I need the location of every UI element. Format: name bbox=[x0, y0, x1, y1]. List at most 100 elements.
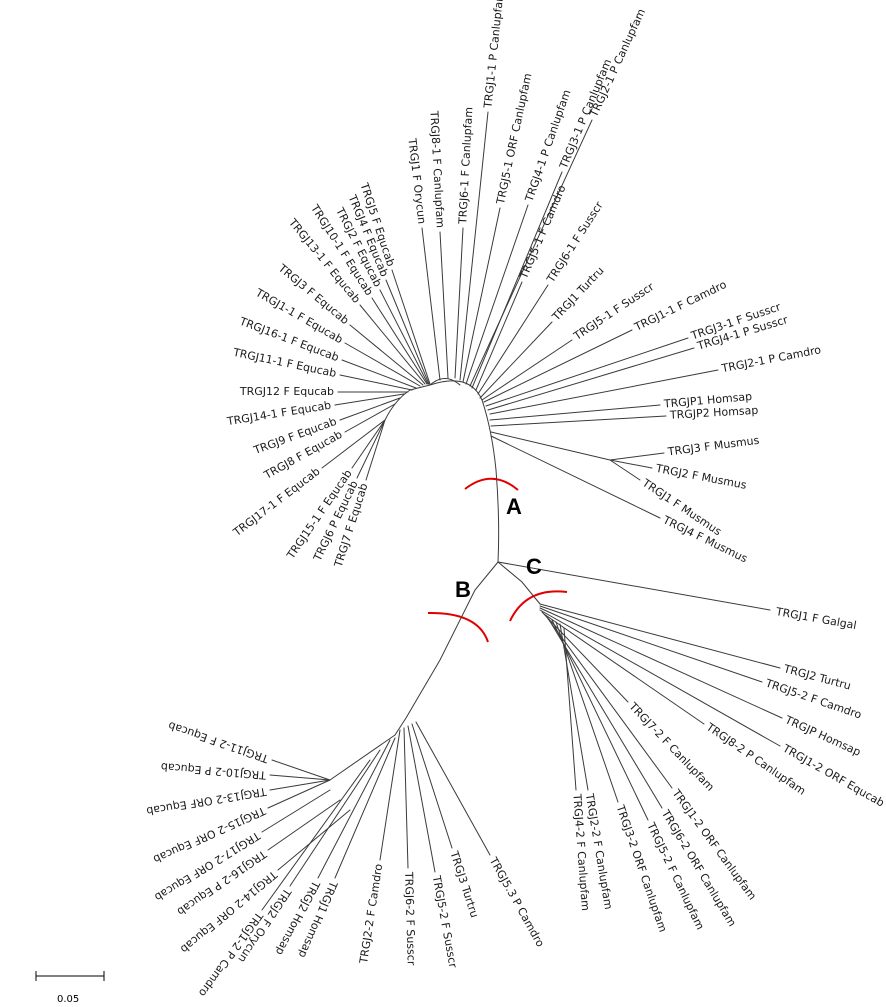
leaf-branch bbox=[365, 419, 386, 481]
leaf-label: TRGJ2-2 F Camdro bbox=[357, 863, 385, 966]
leaf-branch bbox=[344, 342, 421, 387]
leaf-branch bbox=[477, 284, 549, 395]
clade-c-label: C bbox=[526, 554, 542, 579]
leaf-branch bbox=[545, 615, 673, 789]
leaf-branch bbox=[483, 329, 633, 403]
leaf-branch bbox=[609, 459, 641, 481]
leaf-branch bbox=[489, 369, 719, 415]
leaf-branch bbox=[479, 321, 553, 399]
clade-a-label: A bbox=[506, 494, 522, 519]
leaf-branch bbox=[261, 789, 331, 833]
leaf-label: TRGJ11-2 F Equcab bbox=[167, 719, 272, 766]
leaf-label: TRGJ8-1 F Canlupfam bbox=[427, 110, 446, 229]
leaf-branch bbox=[403, 727, 409, 869]
backbone-clade-b bbox=[394, 561, 499, 736]
leaf-branch bbox=[261, 759, 371, 911]
leaf-branch bbox=[321, 419, 386, 469]
leaf-branch bbox=[407, 725, 436, 873]
leaf-branch bbox=[349, 324, 424, 386]
leaf-branch bbox=[356, 419, 386, 479]
leaf-branch bbox=[439, 231, 449, 379]
clade-b-arc bbox=[427, 611, 489, 643]
leaf-branch bbox=[385, 279, 430, 385]
leaf-branch bbox=[317, 739, 391, 879]
leaf-branch bbox=[371, 297, 428, 385]
leaf-branch bbox=[269, 774, 331, 781]
leaf-branch bbox=[459, 111, 489, 381]
leaf-branch bbox=[341, 359, 417, 389]
leaf-branch bbox=[462, 207, 501, 383]
leaf-label: TRGJ10-2 P Equcab bbox=[160, 760, 267, 782]
clade-b-label: B bbox=[455, 577, 471, 602]
leaf-branch bbox=[485, 337, 689, 407]
clade-c-arc bbox=[509, 590, 568, 622]
leaf-branch bbox=[415, 721, 491, 856]
leaf-label: TRGJ1 F Galgal bbox=[774, 605, 858, 632]
clade-a-arc bbox=[464, 477, 519, 491]
leaf-branch bbox=[609, 459, 653, 469]
leaf-branch bbox=[541, 611, 629, 703]
leaf-branch bbox=[547, 617, 663, 809]
leaf-label: TRGJ3-2 ORF Canlupfam bbox=[613, 803, 669, 934]
leaf-branch bbox=[289, 749, 381, 887]
spine-top bbox=[429, 378, 461, 386]
leaf-branch bbox=[539, 609, 781, 747]
leaf-branch bbox=[271, 759, 331, 781]
leaf-label: TRGJ7-2 F Canlupfam bbox=[626, 699, 717, 793]
leaf-branch bbox=[339, 397, 401, 421]
leaf-label: TRGJ6-2 F Susscr bbox=[402, 871, 418, 966]
leaf-branch bbox=[339, 374, 413, 391]
leaf-branch bbox=[411, 723, 453, 849]
leaf-branch bbox=[351, 419, 386, 469]
leaf-label: TRGJ1-1 P Canlupfam bbox=[481, 0, 506, 110]
leaf-branch bbox=[421, 227, 441, 381]
leaf-branch bbox=[269, 779, 331, 791]
leaf-branch bbox=[543, 613, 705, 725]
leaf-label: TRGJ3 Turtru bbox=[447, 849, 481, 920]
leaf-branch bbox=[334, 393, 405, 406]
tree-branches bbox=[261, 111, 783, 911]
leaf-branch bbox=[359, 304, 426, 385]
leaf-branch bbox=[379, 289, 429, 385]
leaf-branch bbox=[267, 799, 341, 851]
leaf-branch bbox=[465, 204, 529, 385]
leaf-branch bbox=[539, 607, 783, 719]
leaf-label: TRGJ3 F Musmus bbox=[666, 434, 760, 459]
leaf-branch bbox=[344, 403, 396, 433]
leaf-branch bbox=[539, 605, 763, 683]
leaf-branch bbox=[487, 347, 695, 411]
leaf-label: TRGJ5-2 F Susscr bbox=[430, 874, 460, 970]
leaf-branch bbox=[481, 339, 573, 401]
leaf-branch bbox=[551, 619, 649, 821]
leaf-branch bbox=[391, 269, 431, 385]
leaf-label: TRGJ12 F Equcab bbox=[239, 385, 334, 398]
leaf-label: TRGJ2-1 P Camdro bbox=[720, 343, 823, 375]
leaf-branch bbox=[555, 621, 619, 803]
leaf-branch bbox=[267, 779, 331, 809]
leaf-label: TRGJ1-2 ORF Equcab bbox=[780, 741, 886, 809]
leaf-branch bbox=[559, 623, 589, 791]
leaf-branch bbox=[334, 737, 396, 879]
leaf-label: TRGJ5.3 P Camdro bbox=[486, 854, 547, 949]
leaf-branch bbox=[471, 171, 563, 389]
leaf-branch bbox=[475, 281, 523, 391]
backbone-upper bbox=[429, 380, 500, 563]
leaf-label: TRGJ1 F Orycun bbox=[405, 137, 428, 225]
leaf-branch bbox=[454, 227, 464, 379]
leaf-label: TRGJ6-1 F Canlupfam bbox=[456, 107, 475, 226]
leaf-label: TRGJP2 Homsap bbox=[669, 404, 759, 422]
leaf-branch bbox=[490, 415, 667, 427]
leaf-branch bbox=[469, 119, 593, 387]
leaf-branch bbox=[490, 435, 661, 519]
branch-musmus-node bbox=[490, 431, 611, 461]
leaf-branch bbox=[489, 404, 661, 421]
leaf-branch bbox=[379, 729, 401, 861]
leaf-branch bbox=[609, 452, 665, 461]
branch-equcab-b-node bbox=[329, 734, 396, 781]
scale-bar: 0.05 bbox=[35, 971, 105, 1005]
leaf-branch bbox=[563, 627, 577, 791]
branch-galgal bbox=[497, 561, 771, 611]
scale-bar-label: 0.05 bbox=[57, 994, 79, 1005]
leaf-branch bbox=[539, 603, 781, 669]
